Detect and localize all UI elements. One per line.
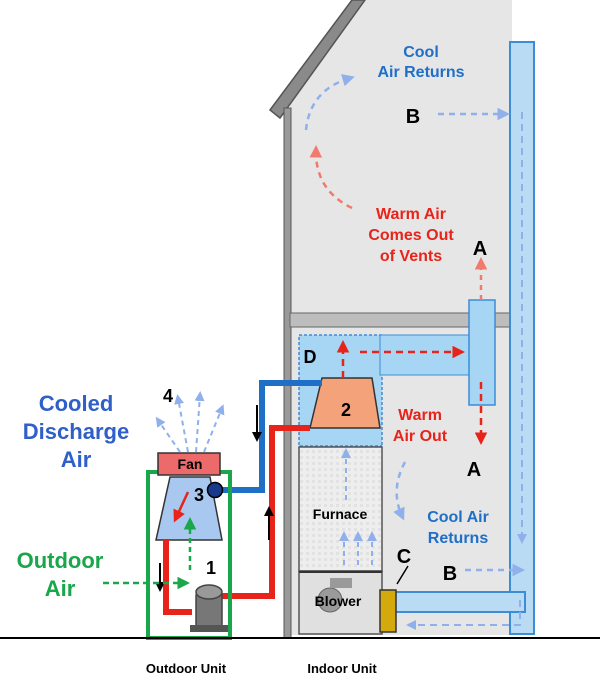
filter-pointer xyxy=(396,565,409,585)
label-cooled-discharge-3: Air xyxy=(61,447,92,472)
expansion-node xyxy=(206,481,224,499)
label-point-a-bottom: A xyxy=(467,459,481,481)
warm-curve-arrow xyxy=(309,145,353,210)
suction-line xyxy=(217,380,322,493)
label-warm-air-out-2: Air Out xyxy=(393,428,448,445)
label-point-c: C xyxy=(397,546,411,568)
label-warm-air-out-1: Warm xyxy=(398,407,442,424)
label-point-b-bottom: B xyxy=(443,563,457,585)
label-point-b-top: B xyxy=(406,106,420,128)
label-point-d: D xyxy=(304,347,317,367)
label-warm-air-vents-3: of Vents xyxy=(380,248,442,265)
label-cool-air-returns-top-2: Air Returns xyxy=(377,64,464,81)
label-warm-air-vents-2: Comes Out xyxy=(368,227,454,244)
label-outdoor-air-2: Air xyxy=(45,576,76,601)
label-point-4: 4 xyxy=(163,386,173,406)
label-warm-air-vents-1: Warm Air xyxy=(376,206,446,223)
return-duct xyxy=(394,41,535,635)
air-filter xyxy=(379,589,397,633)
supply-duct-horizontal xyxy=(379,334,473,376)
indoor-coil xyxy=(309,377,381,429)
label-point-a-top: A xyxy=(473,238,487,260)
return-duct-bottom xyxy=(394,591,526,613)
cool-curve-arrow-bottom xyxy=(393,461,407,521)
label-cooled-discharge-1: Cooled xyxy=(39,391,114,416)
supply-duct-vertical xyxy=(468,299,496,406)
label-point-1: 1 xyxy=(206,558,216,578)
label-cool-air-returns-bottom-1: Cool Air xyxy=(427,509,489,526)
furnace-box xyxy=(298,446,383,572)
outdoor-coil xyxy=(155,476,223,541)
return-bottom-arrow xyxy=(406,600,521,630)
label-outdoor-unit: Outdoor Unit xyxy=(146,661,227,676)
roof xyxy=(268,0,366,120)
label-blower: Blower xyxy=(315,593,362,609)
furnace xyxy=(298,446,383,572)
label-point-2: 2 xyxy=(341,400,351,420)
label-indoor-unit: Indoor Unit xyxy=(307,661,377,676)
blower xyxy=(298,570,383,635)
fan-box xyxy=(157,452,221,476)
cool-curve-arrow-top xyxy=(304,74,355,131)
label-fan: Fan xyxy=(178,456,203,472)
outdoor-unit xyxy=(103,452,232,640)
label-outdoor-air-1: Outdoor xyxy=(17,548,104,573)
label-cool-air-returns-bottom-2: Returns xyxy=(428,530,489,547)
house-left-wall xyxy=(283,107,292,639)
label-point-3: 3 xyxy=(194,485,204,505)
label-cool-air-returns-top-1: Cool xyxy=(403,44,439,61)
label-cooled-discharge-2: Discharge xyxy=(23,419,129,444)
label-furnace: Furnace xyxy=(313,506,368,522)
